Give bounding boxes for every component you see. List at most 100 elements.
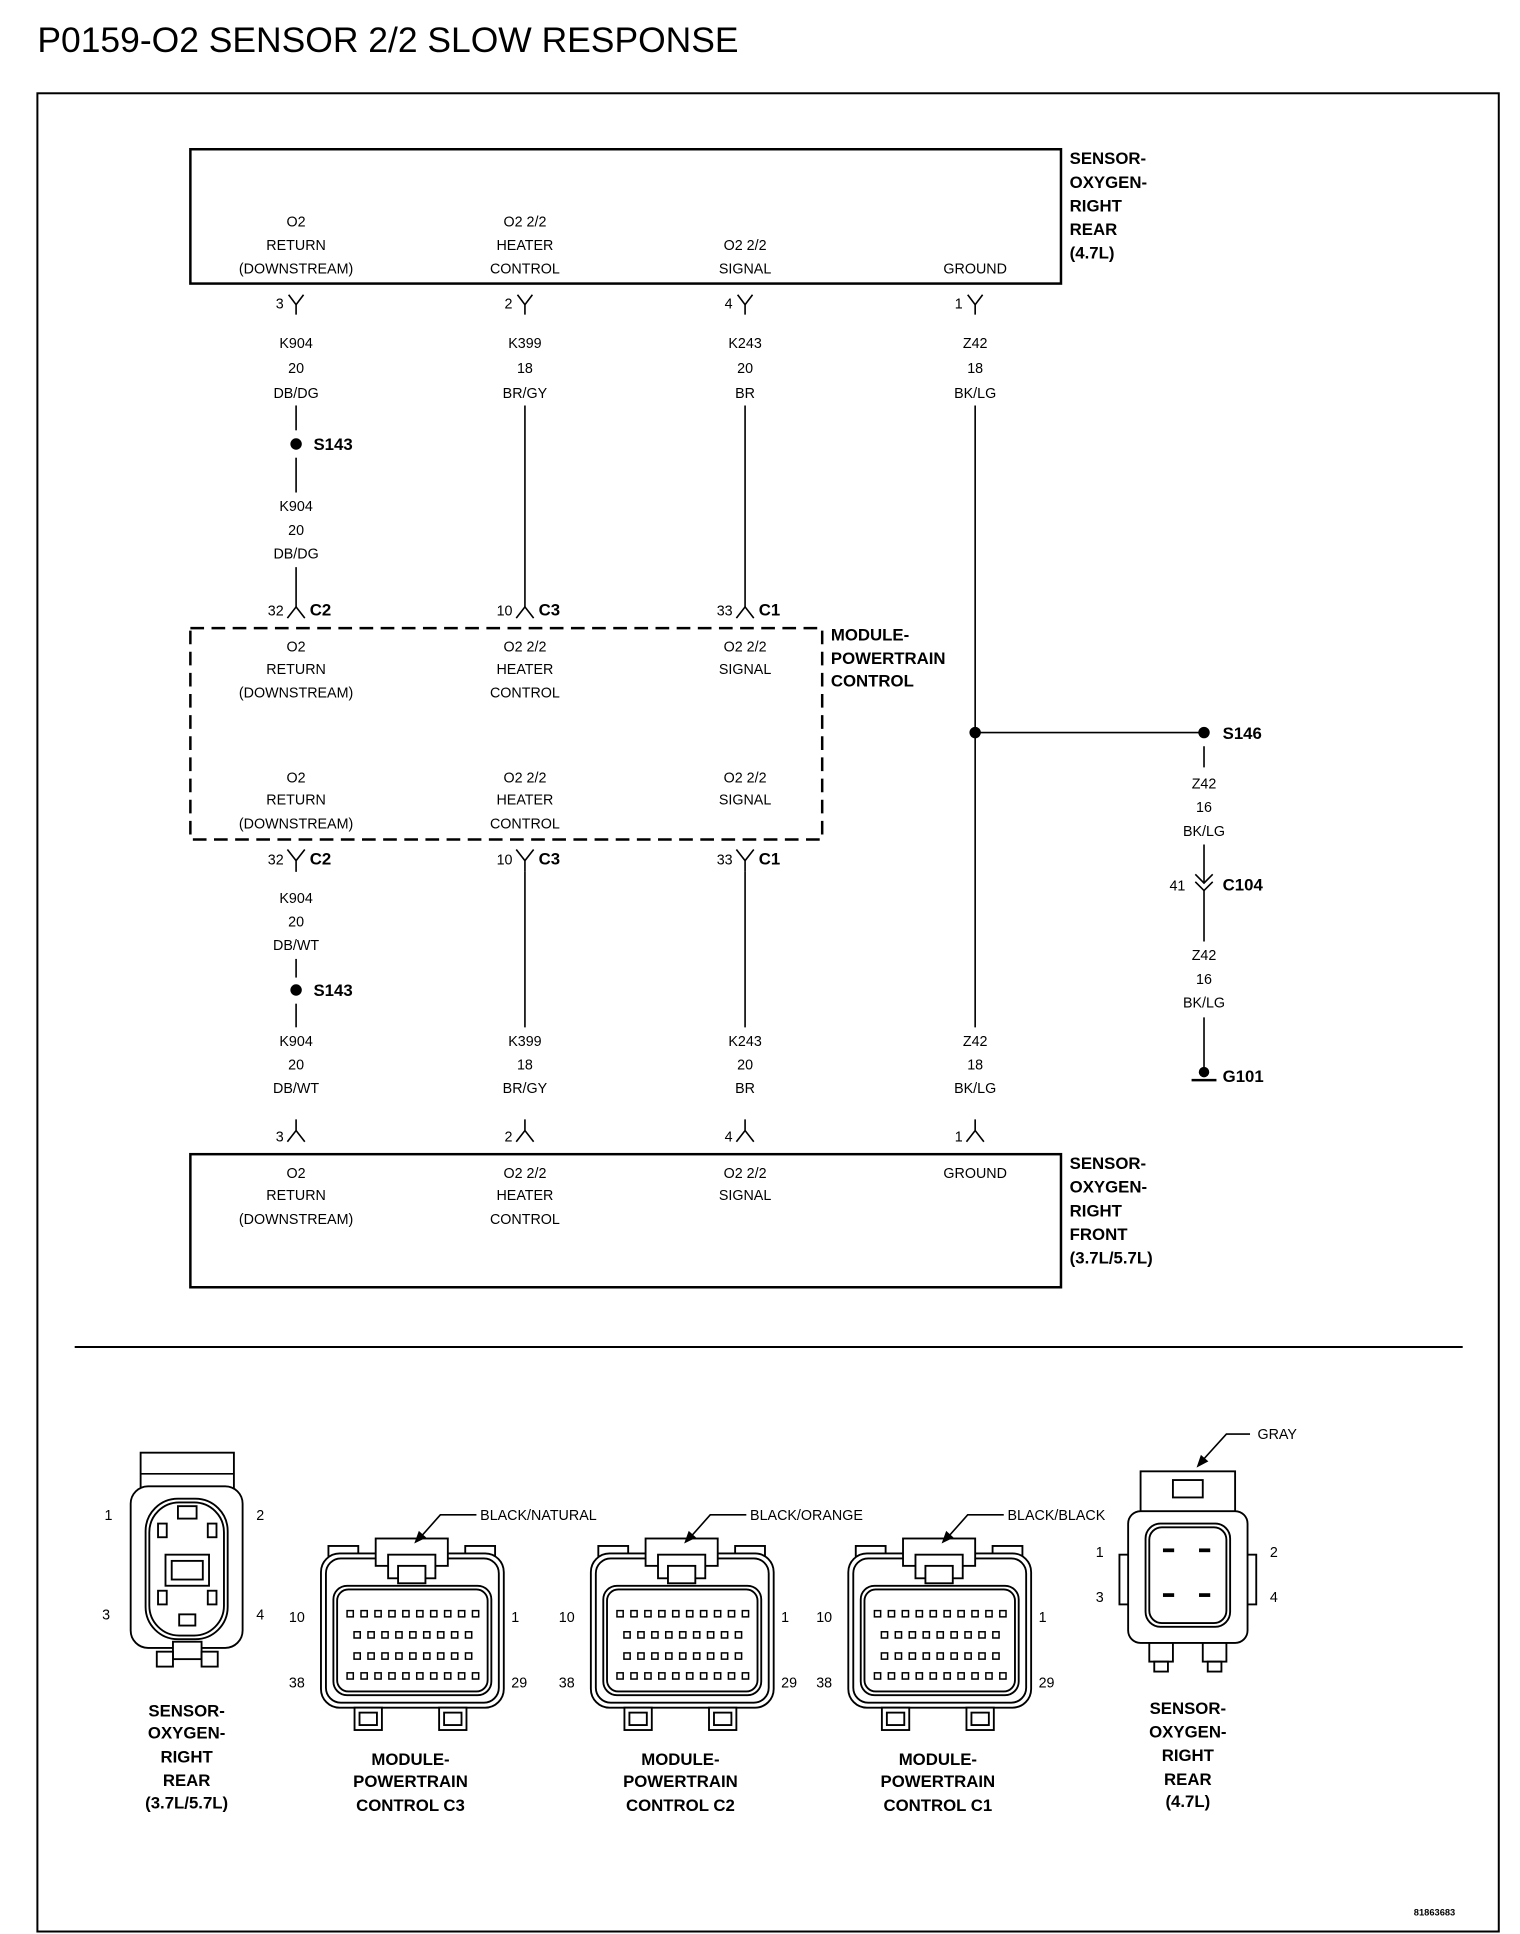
sensor-right-rear-box bbox=[189, 148, 1063, 285]
male-terminal-symbol bbox=[735, 1119, 755, 1143]
terminal-cavity bbox=[1162, 1593, 1175, 1597]
circuit-label: (DOWNSTREAM) bbox=[239, 816, 353, 832]
connector-cavity-inner bbox=[1148, 1526, 1228, 1625]
circuit-label: CONTROL bbox=[490, 262, 560, 278]
circuit-label: HEATER bbox=[496, 238, 553, 254]
wire-circuit: Z42 bbox=[1192, 777, 1217, 793]
connector-body bbox=[1127, 1510, 1249, 1644]
pin-number: 3 bbox=[1096, 1590, 1104, 1606]
wire-circuit: K904 bbox=[279, 336, 312, 352]
connector-cap bbox=[139, 1451, 235, 1491]
circuit-label: O2 2/2 bbox=[724, 1166, 767, 1182]
connector-foot bbox=[1201, 1642, 1228, 1663]
circuit-label: O2 bbox=[287, 640, 306, 656]
wire-gauge: 20 bbox=[288, 523, 304, 539]
component-name: MODULE- bbox=[831, 626, 909, 645]
connector-id: C1 bbox=[759, 601, 780, 620]
connector-key bbox=[1171, 1479, 1204, 1499]
leader-arrowhead bbox=[1196, 1454, 1209, 1468]
housing-color-label: BLACK/BLACK bbox=[1008, 1508, 1106, 1524]
wire-color: BK/LG bbox=[954, 386, 996, 402]
page-title: P0159-O2 SENSOR 2/2 SLOW RESPONSE bbox=[37, 20, 738, 60]
connector-foot-tip bbox=[1153, 1660, 1169, 1673]
wire-circuit: Z42 bbox=[1192, 948, 1217, 964]
terminal-cavity bbox=[1199, 1548, 1211, 1553]
splice-dot bbox=[290, 984, 302, 996]
connector-cavity bbox=[144, 1497, 229, 1641]
connector-id: C3 bbox=[539, 601, 560, 620]
circuit-label: O2 2/2 bbox=[724, 640, 767, 656]
connector-view-label: (3.7L/5.7L) bbox=[145, 1793, 228, 1812]
connector-foot bbox=[155, 1650, 174, 1668]
circuit-label: HEATER bbox=[496, 793, 553, 809]
wire-circuit: K399 bbox=[508, 1034, 541, 1050]
connector-cavity bbox=[1144, 1522, 1232, 1628]
pin-number: 4 bbox=[725, 1130, 733, 1146]
circuit-label: O2 2/2 bbox=[724, 238, 767, 254]
pin-number: 4 bbox=[725, 296, 733, 312]
female-terminal-symbol bbox=[515, 848, 535, 872]
pin-number: 38 bbox=[559, 1676, 575, 1692]
connector-view-label: POWERTRAIN bbox=[881, 1772, 996, 1791]
connector-view-label: MODULE- bbox=[641, 1750, 719, 1769]
pin-number: 4 bbox=[1270, 1590, 1278, 1606]
housing-color-label: BLACK/ORANGE bbox=[750, 1508, 863, 1524]
pin-number: 1 bbox=[1039, 1610, 1047, 1626]
circuit-label: O2 2/2 bbox=[503, 640, 546, 656]
wire-color: DB/DG bbox=[273, 546, 318, 562]
circuit-label: SIGNAL bbox=[719, 662, 771, 678]
connector-id: C2 bbox=[310, 601, 331, 620]
housing-color-label: BLACK/NATURAL bbox=[480, 1508, 597, 1524]
connector-body bbox=[129, 1485, 244, 1649]
wire-gauge: 20 bbox=[288, 915, 304, 931]
circuit-label: RETURN bbox=[266, 793, 326, 809]
terminal-cavity bbox=[206, 1589, 218, 1606]
connector-view-label: OXYGEN- bbox=[148, 1724, 225, 1743]
circuit-label: CONTROL bbox=[490, 816, 560, 832]
leader-line bbox=[1202, 1433, 1251, 1461]
wire-color: BR/GY bbox=[503, 1081, 548, 1097]
cavity-number: 10 bbox=[497, 852, 513, 868]
wire-circuit: K904 bbox=[279, 891, 312, 907]
female-terminal-symbol bbox=[286, 848, 306, 872]
circuit-label: RETURN bbox=[266, 238, 326, 254]
pin-number: 3 bbox=[276, 296, 284, 312]
terminal-cavity bbox=[206, 1522, 218, 1539]
lower-wires: 32 C2 10 C3 33 C1 K904 20 DB/WT S143 K90… bbox=[268, 848, 996, 1146]
component-name: (4.7L) bbox=[1070, 244, 1115, 263]
terminal-cavity bbox=[157, 1589, 168, 1606]
splice-label: S143 bbox=[314, 981, 353, 1000]
connector-view-label: CONTROL C1 bbox=[883, 1796, 992, 1815]
component-name: POWERTRAIN bbox=[831, 649, 946, 668]
connector-view-label: (4.7L) bbox=[1165, 1792, 1210, 1811]
circuit-label: RETURN bbox=[266, 662, 326, 678]
component-name: FRONT bbox=[1070, 1225, 1129, 1244]
wire-circuit: K243 bbox=[728, 336, 761, 352]
pin-number: 2 bbox=[1270, 1545, 1278, 1561]
male-terminal-symbol bbox=[515, 1119, 535, 1143]
terminal-cavity bbox=[1199, 1593, 1211, 1597]
cavity-number: 10 bbox=[497, 604, 513, 620]
circuit-label: (DOWNSTREAM) bbox=[239, 262, 353, 278]
pcm-connector-c3-drawing bbox=[320, 1513, 505, 1731]
connector-view-label: RIGHT bbox=[1162, 1746, 1215, 1765]
pin-number: 38 bbox=[289, 1676, 305, 1692]
wire-circuit: Z42 bbox=[963, 336, 988, 352]
female-terminal-symbol bbox=[736, 294, 754, 315]
connector-view-label: MODULE- bbox=[899, 1750, 977, 1769]
connector-view-label: POWERTRAIN bbox=[353, 1772, 468, 1791]
wire-gauge: 16 bbox=[1196, 800, 1212, 816]
circuit-label: GROUND bbox=[943, 262, 1007, 278]
wire-color: BR bbox=[735, 1081, 755, 1097]
splice-label: S146 bbox=[1223, 724, 1262, 743]
connector-cavity-inner bbox=[148, 1501, 225, 1637]
connector-view-label: POWERTRAIN bbox=[623, 1772, 738, 1791]
female-terminal-symbol bbox=[967, 294, 984, 315]
circuit-label: CONTROL bbox=[490, 686, 560, 702]
wire-gauge: 20 bbox=[288, 361, 304, 377]
connector-view-label: REAR bbox=[1164, 1770, 1212, 1789]
cavity-number: 41 bbox=[1169, 879, 1185, 895]
wire-gauge: 18 bbox=[967, 1058, 983, 1074]
connector-center-post-inner bbox=[170, 1559, 204, 1581]
wire-gauge: 16 bbox=[1196, 972, 1212, 988]
